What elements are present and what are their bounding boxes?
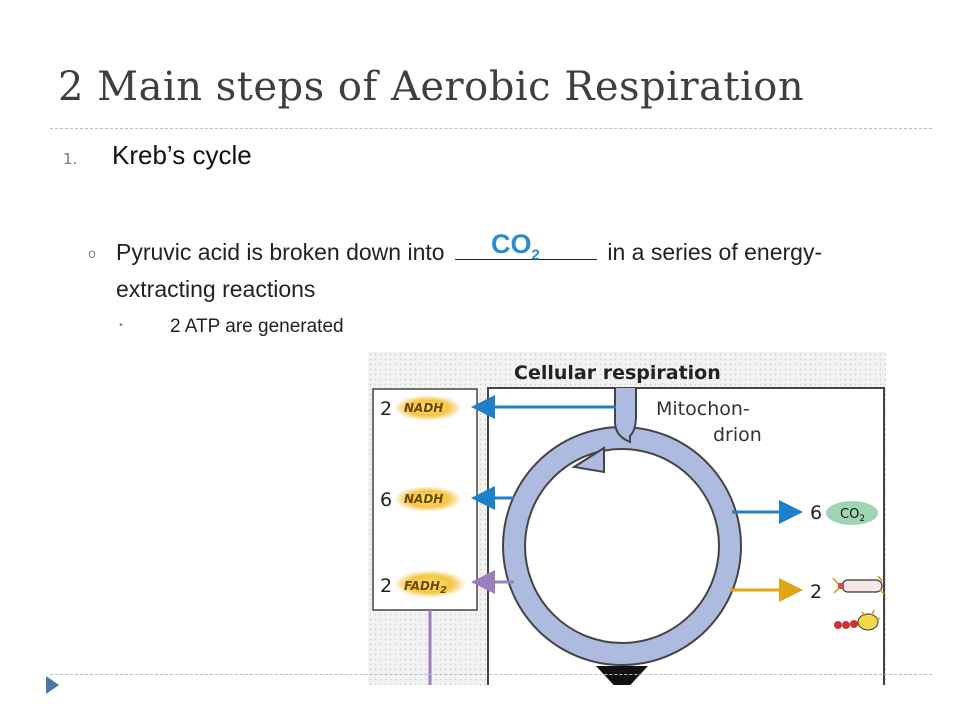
organelle-label-1: Mitochon- bbox=[656, 398, 750, 420]
output-nadh-2: 6 NADH bbox=[380, 486, 462, 512]
output-atp: 2 bbox=[810, 575, 885, 631]
co2-molecule bbox=[826, 501, 878, 525]
list-heading: Kreb’s cycle bbox=[112, 140, 252, 170]
glow-blob bbox=[394, 570, 466, 598]
fill-in-blank: CO2 bbox=[454, 229, 597, 263]
output-count: 6 bbox=[810, 502, 822, 524]
bullet-text-before: Pyruvic acid is broken down into bbox=[116, 239, 445, 265]
title-divider bbox=[50, 128, 932, 129]
output-label: CO2 bbox=[840, 507, 865, 524]
sub-bullet-text: 2 ATP are generated bbox=[170, 316, 344, 337]
output-label: NADH bbox=[404, 401, 443, 415]
output-nadh-1: 2 NADH bbox=[380, 395, 462, 421]
next-slide-arrow-icon[interactable] bbox=[46, 676, 59, 694]
cycle-inner-arrow bbox=[571, 446, 605, 474]
organelle-label-2: drion bbox=[713, 424, 762, 446]
atp-battery-icon bbox=[832, 575, 885, 595]
output-count: 6 bbox=[380, 489, 392, 511]
input-tube bbox=[614, 388, 637, 444]
bullet-paragraph: Pyruvic acid is broken down into CO2 in … bbox=[116, 229, 876, 308]
output-label: NADH bbox=[404, 492, 443, 506]
sub-bullet-marker: • bbox=[118, 320, 124, 331]
output-label: FADH2 bbox=[404, 579, 447, 596]
footer-divider bbox=[50, 674, 932, 675]
output-fadh2: 2 FADH2 bbox=[380, 570, 466, 598]
krebs-cycle-diagram: Cellular respiration Mitochon- drion 2 N… bbox=[368, 352, 886, 685]
output-count: 2 bbox=[380, 575, 392, 597]
glow-blob bbox=[394, 486, 462, 512]
list-number: 1. bbox=[63, 150, 78, 168]
output-co2: 6 CO2 bbox=[810, 501, 878, 525]
diagram-title: Cellular respiration bbox=[514, 362, 721, 384]
slide-title: 2 Main steps of Aerobic Respiration bbox=[58, 64, 805, 110]
bullet-marker: o bbox=[88, 247, 96, 262]
output-count: 2 bbox=[810, 581, 822, 603]
bullet-text-after: in a series of energy-extracting reactio… bbox=[116, 239, 823, 302]
output-count: 2 bbox=[380, 398, 392, 420]
blank-answer: CO2 bbox=[490, 229, 540, 264]
cycle-exit-arrow bbox=[596, 666, 648, 685]
glow-blob bbox=[394, 395, 462, 421]
atp-molecule-icon bbox=[834, 609, 881, 631]
